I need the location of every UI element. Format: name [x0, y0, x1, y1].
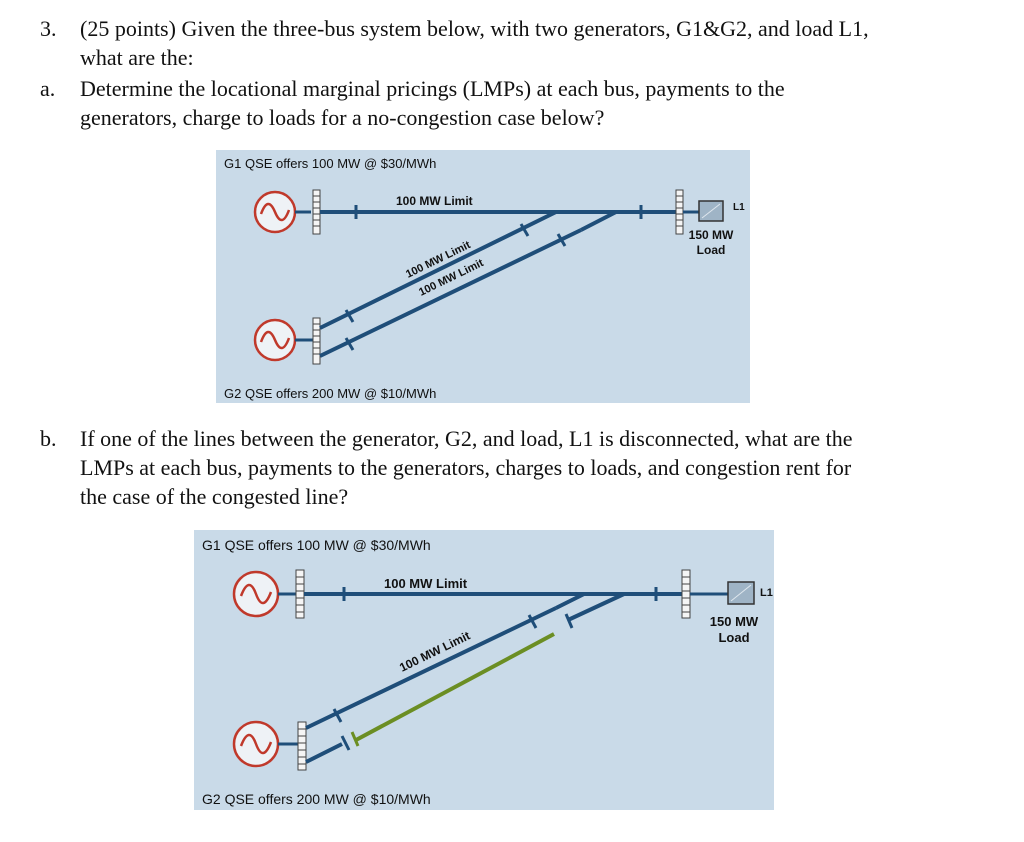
load-tag: L1	[760, 587, 773, 599]
g1-offer-label: G1 QSE offers 100 MW @ $30/MWh	[224, 156, 436, 171]
breaker-icon	[312, 317, 321, 365]
breaker-icon	[675, 189, 684, 235]
load-word: Load	[718, 630, 749, 645]
generator-icon	[232, 720, 280, 768]
generator-icon	[232, 570, 280, 618]
part-b-text-line1: If one of the lines between the generato…	[80, 426, 853, 451]
load-tag: L1	[733, 202, 745, 213]
breaker-icon	[295, 569, 305, 619]
part-b-marker: b.	[40, 426, 57, 451]
breaker-icon	[312, 189, 321, 235]
diagram-b-svg: G1 QSE offers 100 MW @ $30/MWh G2 QSE of…	[202, 537, 773, 807]
question-text-line1: (25 points) Given the three-bus system b…	[80, 16, 869, 41]
part-a-text-line2: generators, charge to loads for a no-con…	[80, 105, 605, 130]
part-b-text-line2: LMPs at each bus, payments to the genera…	[80, 455, 852, 480]
part-a-marker: a.	[40, 76, 56, 101]
diagram-a: G1 QSE offers 100 MW @ $30/MWh G2 QSE of…	[216, 150, 750, 403]
load-word: Load	[697, 243, 726, 257]
breaker-icon	[297, 721, 307, 771]
g2-offer-label: G2 QSE offers 200 MW @ $10/MWh	[224, 386, 436, 401]
part-b-text-line3: the case of the congested line?	[80, 484, 349, 509]
question-text-line2: what are the:	[80, 45, 194, 70]
breaker-icon	[681, 569, 691, 619]
load-mw: 150 MW	[710, 614, 759, 629]
part-b: b. If one of the lines between the gener…	[40, 424, 1000, 514]
top-line-limit: 100 MW Limit	[384, 576, 468, 591]
load-mw: 150 MW	[689, 228, 734, 242]
load-box-icon	[698, 200, 724, 222]
question-number: 3.	[40, 16, 57, 41]
part-a: a. Determine the locational marginal pri…	[40, 74, 1000, 134]
g2-offer-label: G2 QSE offers 200 MW @ $10/MWh	[202, 791, 431, 807]
diagram-a-svg: G1 QSE offers 100 MW @ $30/MWh G2 QSE of…	[224, 156, 745, 401]
question-3: 3. (25 points) Given the three-bus syste…	[40, 14, 1000, 74]
top-line-limit: 100 MW Limit	[396, 194, 473, 208]
g1-offer-label: G1 QSE offers 100 MW @ $30/MWh	[202, 537, 431, 553]
generator-icon	[253, 318, 297, 362]
part-a-text-line1: Determine the locational marginal pricin…	[80, 76, 785, 101]
disconnected-line	[355, 632, 555, 742]
load-box-icon	[727, 581, 755, 605]
diagram-b: G1 QSE offers 100 MW @ $30/MWh G2 QSE of…	[194, 530, 774, 810]
generator-icon	[253, 190, 297, 234]
